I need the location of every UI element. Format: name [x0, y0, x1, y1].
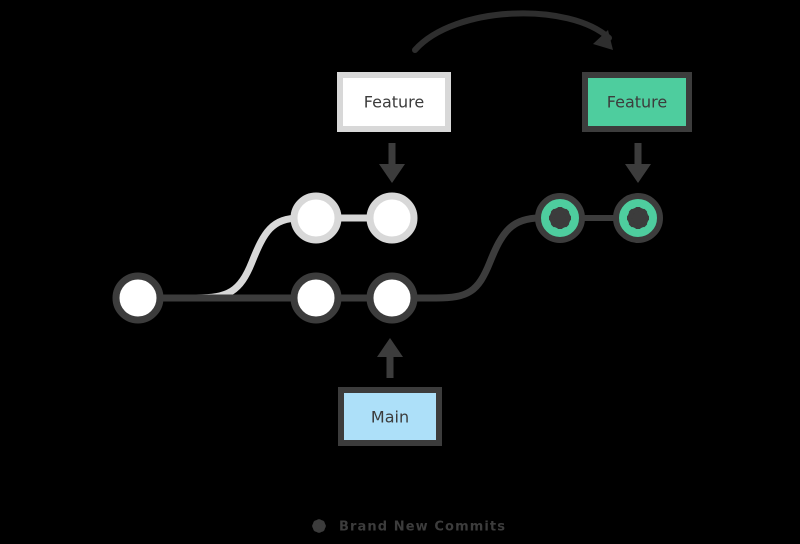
main-pointer-arrow-icon: [377, 338, 403, 378]
commit-node-feature-2[interactable]: [366, 192, 418, 244]
feature-rebased-pointer-arrow-icon: [625, 143, 651, 183]
feature-original-box-rect: [337, 72, 451, 132]
rebase-arc-arrow-icon: [412, 10, 613, 53]
sparkle-starburst-icon: [549, 207, 571, 229]
sparkle-starburst-icon: [627, 207, 649, 229]
legend: Brand New Commits: [312, 519, 506, 535]
feature-branch-line: [146, 214, 320, 302]
commit-node-feature-1[interactable]: [290, 192, 342, 244]
feature-original-box[interactable]: Feature: [337, 72, 451, 132]
commit-node-rebased-1[interactable]: [535, 193, 585, 243]
main-box[interactable]: Main: [338, 387, 442, 446]
main-box-label: Main: [371, 408, 409, 427]
commit-node-main-2[interactable]: [366, 272, 418, 324]
feature-rebased-box-rect: [582, 72, 692, 132]
feature-rebased-box[interactable]: Feature: [582, 72, 692, 132]
feature-original-box-label: Feature: [364, 93, 424, 112]
main-box-rect: [338, 387, 442, 446]
commit-node-root[interactable]: [112, 272, 164, 324]
legend-label: Brand New Commits: [339, 520, 506, 535]
feature-rebased-box-label: Feature: [607, 93, 667, 112]
commit-node-rebased-2[interactable]: [613, 193, 663, 243]
feature-original-pointer-arrow-icon: [379, 143, 405, 183]
commit-node-main-1[interactable]: [290, 272, 342, 324]
sparkle-starburst-icon: [312, 519, 326, 533]
main-to-rebase-curve: [396, 214, 560, 302]
